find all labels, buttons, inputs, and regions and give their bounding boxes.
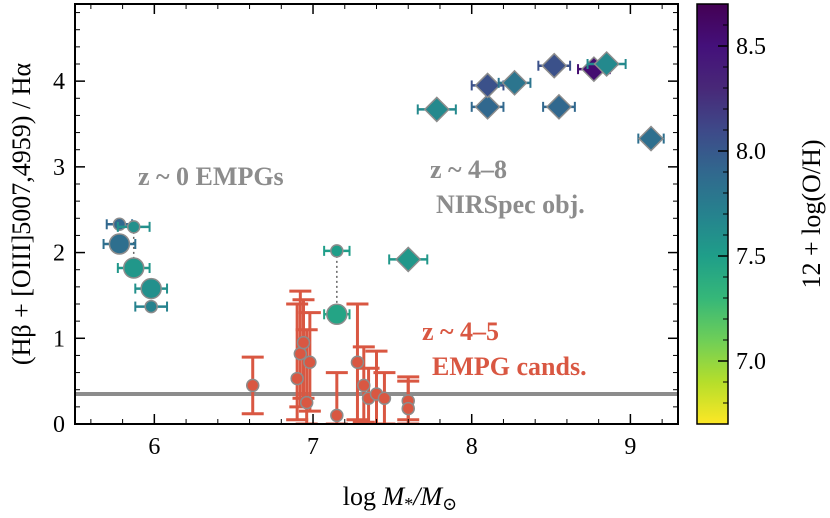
empg-cand-point [290, 371, 304, 386]
colorbar-tick-label: 7.0 [736, 349, 766, 375]
colorbar-tick-label: 8.5 [736, 34, 766, 60]
x-axis-label: log M*/M⊙ [343, 482, 457, 514]
y-axis-label: (Hβ + [OIII]5007,4959) / Hα [7, 63, 36, 366]
x-tick-label: 6 [148, 434, 160, 460]
empg-cand-point [350, 355, 365, 370]
empg-point [122, 257, 145, 279]
empg-cand-point [293, 346, 308, 361]
axis-ticks: 6 7 8 9 0 1 2 3 4 [53, 4, 678, 460]
annotation-z0-empgs: z ~ 0 EMPGs [138, 162, 284, 191]
empg-cand-point [377, 391, 392, 406]
colorbar-tick-label: 7.5 [736, 244, 766, 270]
nirspec-point [541, 52, 568, 79]
empg-cand-point [330, 408, 344, 423]
nirspec-point [545, 93, 573, 120]
empg-cand-point [303, 355, 317, 370]
empg-point [326, 303, 348, 326]
y-tick-label: 2 [53, 241, 65, 267]
plot-area [75, 50, 678, 424]
empg-point [108, 233, 131, 255]
annotation-empg-cands: EMPG cands. [432, 352, 587, 381]
y-tick-label: 3 [53, 155, 65, 181]
plot-content [75, 50, 678, 424]
annotation-z4-5: z ~ 4–5 [422, 317, 499, 346]
annotation-z4-8: z ~ 4–8 [430, 155, 507, 184]
empg-cand-point [299, 395, 314, 410]
x-tick-label: 9 [624, 434, 636, 460]
empg-point [330, 244, 344, 258]
empg-cand-point [401, 401, 415, 416]
empg-cand-point [296, 335, 311, 350]
colorbar-label: 12 + log(O/H) [797, 140, 826, 289]
nirspec-point [593, 50, 620, 78]
x-tick-label: 8 [466, 434, 478, 460]
colorbar-ticks: 7.0 7.5 8.0 8.5 [718, 3, 766, 404]
x-tick-label: 7 [307, 434, 319, 460]
empg-point [144, 299, 158, 314]
y-tick-label: 4 [53, 69, 65, 95]
nirspec-point [423, 96, 450, 123]
empg-point [112, 217, 127, 232]
y-tick-label: 1 [53, 326, 65, 352]
nirspec-point [637, 125, 665, 152]
colorbar [696, 3, 729, 425]
nirspec-point [474, 93, 501, 120]
colorbar-tick-label: 8.0 [736, 139, 766, 165]
empg-cand-point [245, 378, 260, 393]
empg-cand-point [357, 378, 371, 393]
nirspec-point [474, 72, 501, 99]
nirspec-point [395, 246, 422, 273]
nirspec-point [501, 69, 528, 96]
empg-point [140, 277, 162, 300]
empg-point [126, 220, 141, 234]
y-tick-label: 0 [53, 412, 65, 438]
annotation-nirspec: NIRSpec obj. [436, 190, 585, 219]
